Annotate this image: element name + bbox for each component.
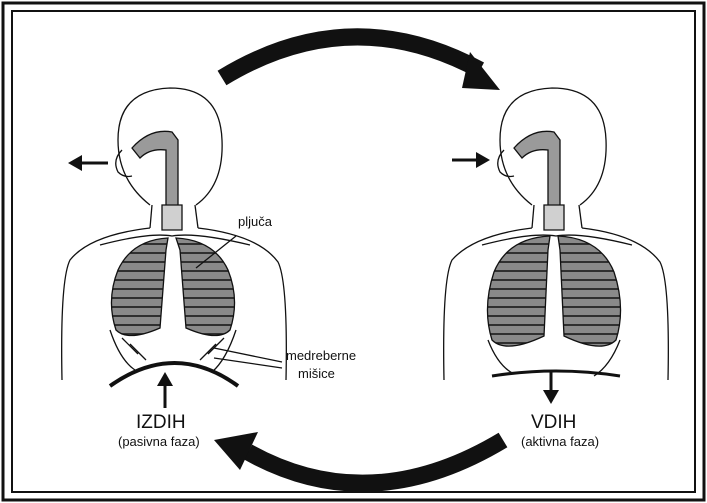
muscles-label-line2: mišice bbox=[298, 366, 335, 381]
bottom-cycle-arrow bbox=[214, 432, 503, 483]
left-lung-left-side bbox=[176, 238, 235, 336]
exhale-air-arrow bbox=[68, 155, 108, 171]
left-lung-right-side bbox=[111, 238, 168, 336]
lungs-label: pljuča bbox=[238, 214, 272, 229]
inhale-subtitle: (aktivna faza) bbox=[521, 434, 599, 449]
left-diaphragm bbox=[110, 363, 238, 386]
muscles-label-line1: medreberne bbox=[286, 348, 356, 363]
top-cycle-arrow bbox=[222, 37, 500, 90]
right-lung-left-side bbox=[558, 236, 621, 346]
inhale-title: VDIH bbox=[531, 412, 576, 434]
right-lung-right-side bbox=[487, 236, 550, 346]
diaphragm-down-arrow bbox=[543, 372, 559, 404]
exhale-subtitle: (pasivna faza) bbox=[118, 434, 200, 449]
exhale-figure bbox=[62, 88, 287, 386]
exhale-title: IZDIH bbox=[136, 412, 186, 434]
inhale-air-arrow bbox=[452, 152, 490, 168]
inhale-figure bbox=[444, 88, 669, 380]
diaphragm-up-arrow bbox=[157, 372, 173, 408]
